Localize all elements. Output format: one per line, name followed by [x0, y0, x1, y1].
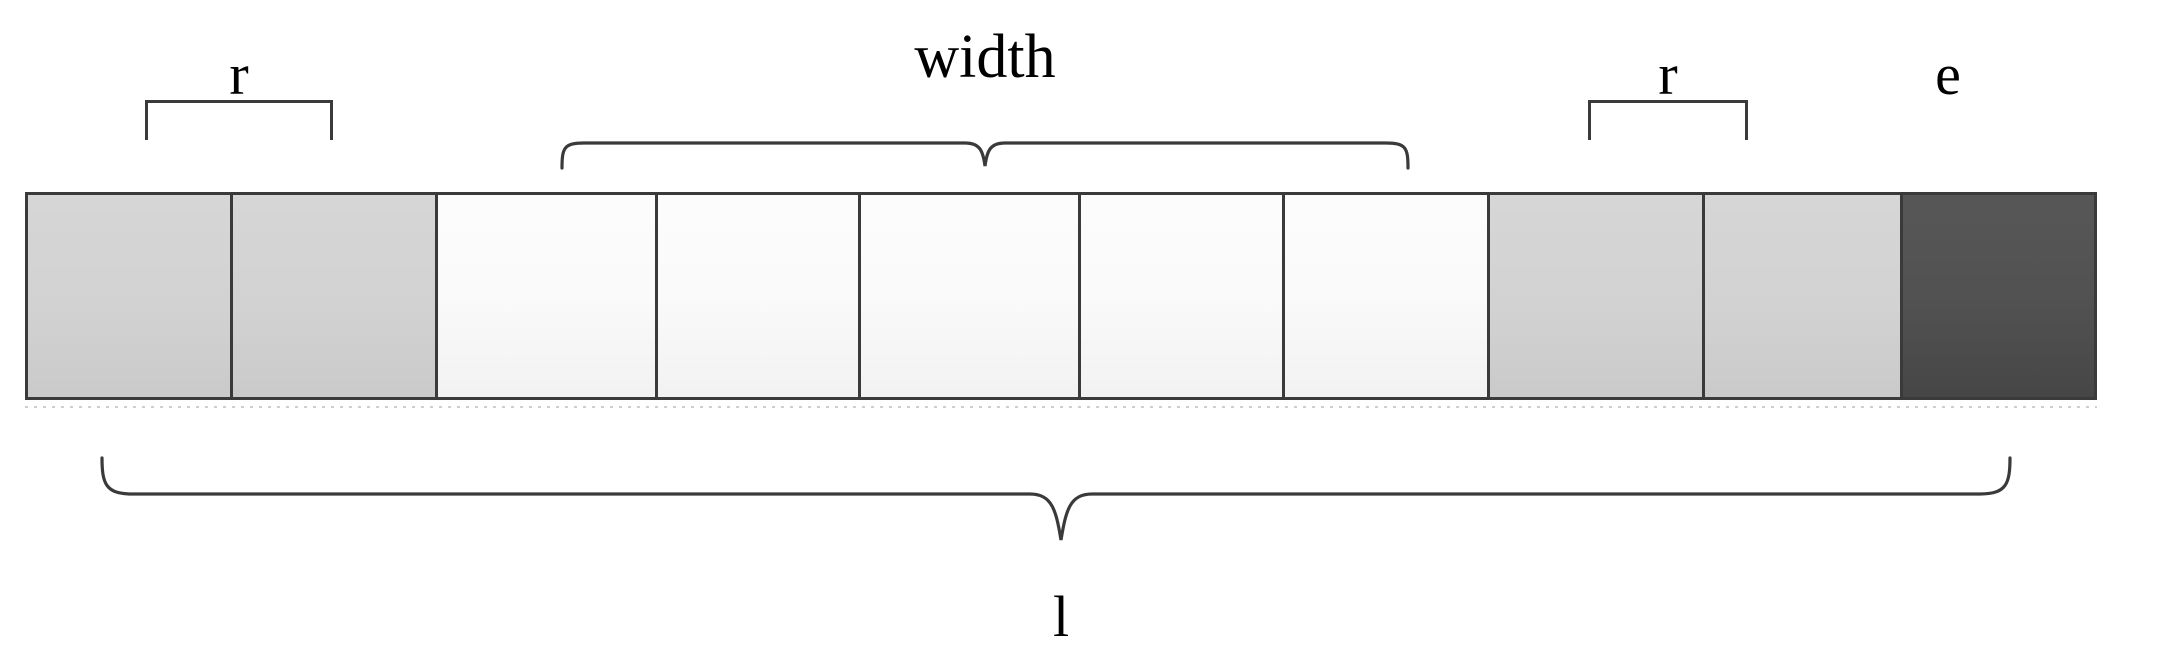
label-end-marker: e	[1935, 42, 1961, 107]
label-width: width	[914, 23, 1056, 91]
end-cell	[1903, 195, 2094, 397]
pad-cell	[233, 195, 438, 397]
pad-cell	[28, 195, 233, 397]
bar-baseline-shadow	[25, 406, 2097, 408]
pad-cell	[1705, 195, 1903, 397]
brace-width-path	[560, 141, 1410, 170]
data-cell	[658, 195, 861, 397]
label-left-radius: r	[229, 42, 249, 107]
bracket-right-radius	[1588, 100, 1748, 140]
brace-length	[100, 456, 2012, 541]
data-cell	[1285, 195, 1490, 397]
pad-cell	[1490, 195, 1705, 397]
data-cell	[861, 195, 1081, 397]
label-right-radius: r	[1658, 42, 1678, 107]
brace-length-path	[100, 456, 2012, 541]
brace-width	[560, 141, 1410, 170]
data-cell	[1081, 195, 1285, 397]
bracket-left-radius	[145, 100, 333, 140]
label-length: l	[1052, 584, 1070, 649]
data-cell	[438, 195, 658, 397]
memory-bar	[25, 192, 2097, 400]
